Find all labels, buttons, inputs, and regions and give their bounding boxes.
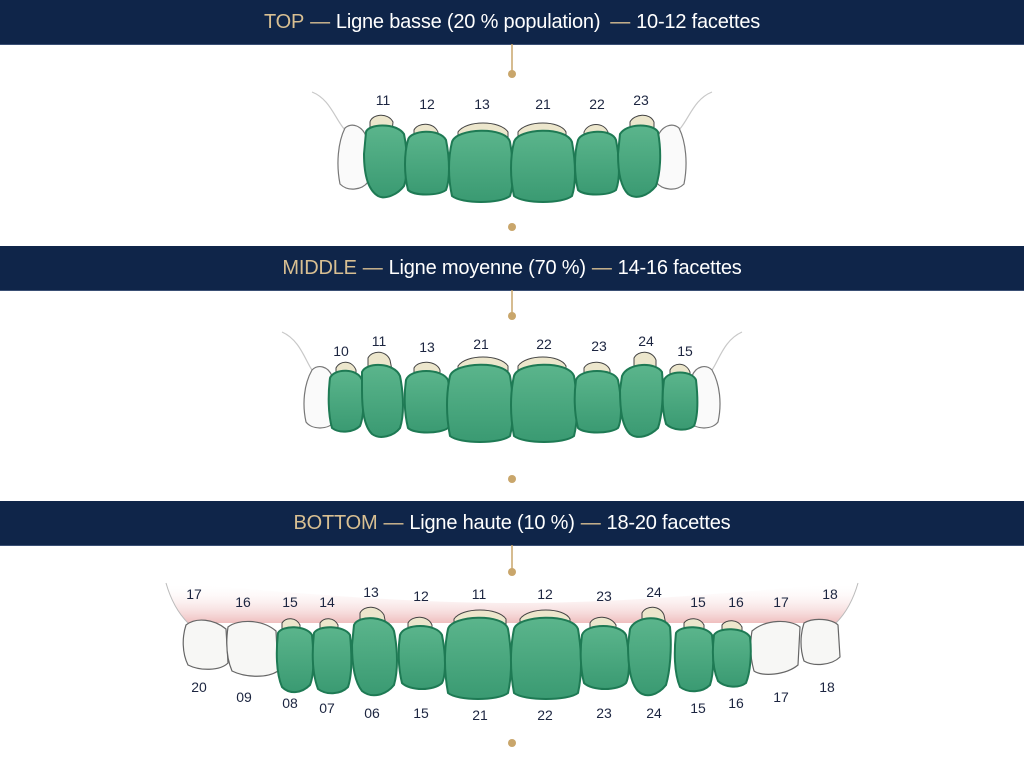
tooth-label: 24 [646,584,662,600]
veneer-teeth [362,114,662,203]
banner-middle: MIDDLE — Ligne moyenne (70 %) — 14-16 fa… [0,246,1024,291]
banner-keyword: TOP [263,10,305,33]
veneer-teeth [275,606,752,700]
tooth-label: 07 [319,700,335,716]
tooth-label: 21 [473,336,489,352]
tooth-label: 22 [537,707,553,723]
tooth-label: 21 [535,96,551,112]
banner-separator: — [610,10,631,33]
divider-dot [508,739,516,747]
tooth-label: 09 [236,689,252,705]
section-top-illustration: 11 12 13 21 22 23 [0,44,1024,245]
banner-description: Ligne basse (20 % population) [335,10,601,33]
banner-separator: — [580,511,601,534]
banner-separator: — [383,511,404,534]
tooth-label: 17 [186,586,202,602]
smile-line-high-illustration [165,545,859,747]
tooth-label: 13 [474,96,490,112]
connector-dot [508,312,516,320]
banner-keyword: BOTTOM [293,511,378,534]
tooth-label: 15 [677,343,693,359]
tooth-label: 17 [773,594,789,610]
tooth-label: 16 [728,594,744,610]
tooth-label: 23 [596,705,612,721]
tooth-label: 18 [819,679,835,695]
tooth-label: 24 [646,705,662,721]
tooth-label: 12 [419,96,435,112]
banner-count: 18-20 facettes [606,511,731,534]
connector-dot [508,70,516,78]
banner-count: 14-16 facettes [617,256,742,279]
tooth-label: 13 [419,339,435,355]
tooth-label: 08 [282,695,298,711]
banner-keyword: MIDDLE [282,256,357,279]
section-middle-illustration: 10 11 13 21 22 23 24 15 [0,290,1024,500]
natural-tooth [303,366,335,429]
tooth-label: 15 [282,594,298,610]
natural-tooth [226,620,279,677]
gum-tissue [166,583,858,623]
banner-description: Ligne moyenne (70 %) [388,256,586,279]
natural-tooth [655,124,687,190]
tooth-label: 22 [589,96,605,112]
banner-separator: — [362,256,383,279]
connector-dot [508,568,516,576]
tooth-label: 12 [413,588,429,604]
tooth-label: 24 [638,333,654,349]
tooth-label: 15 [690,700,706,716]
banner-count: 10-12 facettes [636,10,761,33]
banner-bottom: BOTTOM — Ligne haute (10 %) — 18-20 face… [0,501,1024,546]
tooth-label: 23 [633,92,649,108]
natural-tooth [182,619,229,670]
tooth-label: 17 [773,689,789,705]
divider-dot [508,475,516,483]
banner-description: Ligne haute (10 %) [409,511,575,534]
tooth-label: 16 [235,594,251,610]
tooth-label: 12 [537,586,553,602]
smile-line-low-illustration [311,44,713,231]
banner-separator: — [310,10,330,33]
tooth-label: 13 [363,584,379,600]
tooth-label: 15 [690,594,706,610]
tooth-label: 06 [364,705,380,721]
tooth-label: 20 [191,679,207,695]
tooth-label: 23 [591,338,607,354]
natural-tooth [337,124,369,190]
tooth-label: 11 [375,92,391,108]
natural-tooth [750,620,801,675]
divider-dot [508,223,516,231]
tooth-label: 16 [728,695,744,711]
banner-separator: — [591,256,612,279]
tooth-label: 11 [471,586,487,602]
tooth-label: 11 [371,333,387,349]
tooth-label: 15 [413,705,429,721]
tooth-label: 10 [333,343,349,359]
veneer-teeth [327,351,699,443]
tooth-label: 22 [536,336,552,352]
natural-tooth [800,618,841,666]
tooth-label: 14 [319,594,335,610]
smile-line-medium-illustration [281,290,743,483]
tooth-label: 21 [472,707,488,723]
tooth-label: 18 [822,586,838,602]
tooth-label: 23 [596,588,612,604]
banner-top: TOP — Ligne basse (20 % population) — 10… [0,0,1024,45]
section-bottom-illustration: 17 16 15 14 13 12 11 12 23 24 15 16 17 1… [0,545,1024,768]
